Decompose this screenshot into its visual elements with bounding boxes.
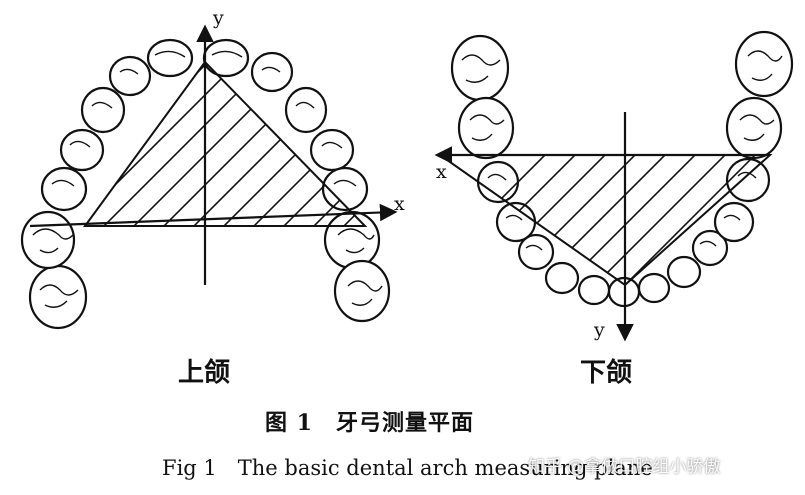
tooth (28, 264, 88, 330)
tooth (323, 210, 381, 270)
upper-triangle (83, 60, 368, 227)
upper-tooth-details (32, 50, 383, 308)
tooth (309, 128, 355, 172)
lower-teeth (450, 30, 794, 308)
lower-y-axis-label: y (593, 319, 605, 341)
lower-x-axis-label: x (436, 161, 447, 183)
tooth (333, 259, 391, 323)
tooth (146, 38, 194, 78)
figure-caption-english: Fig 1 The basic dental arch measuring pl… (162, 456, 653, 480)
upper-y-axis-label: y (212, 7, 224, 29)
tooth (457, 96, 515, 160)
tooth (284, 86, 328, 134)
tooth (666, 255, 702, 289)
upper-jaw-diagram (20, 24, 398, 330)
tooth (725, 157, 771, 203)
tooth (202, 38, 250, 78)
watermark: 知乎 @拿做口腔组小骄傲 (528, 457, 721, 477)
tooth (59, 128, 105, 172)
tooth (321, 166, 369, 212)
tooth (725, 96, 783, 160)
tooth (108, 55, 152, 97)
upper-x-axis-label: x (394, 193, 405, 215)
tooth (20, 210, 76, 270)
tooth (250, 51, 294, 93)
figure-caption-chinese: 图 1 牙弓测量平面 (265, 410, 474, 436)
tooth (734, 30, 794, 98)
upper-x-axis (29, 203, 398, 228)
tooth (637, 272, 671, 304)
tooth (577, 274, 611, 306)
upper-jaw-label: 上颌 (178, 358, 231, 388)
lower-jaw-label: 下颌 (580, 358, 633, 388)
tooth (450, 34, 510, 102)
tooth (691, 229, 729, 267)
lower-jaw-diagram (434, 30, 794, 342)
tooth (80, 86, 126, 134)
tooth (517, 233, 555, 271)
tooth (40, 166, 88, 212)
tooth (713, 201, 755, 243)
lower-tooth-details (461, 50, 783, 251)
tooth (544, 261, 580, 295)
